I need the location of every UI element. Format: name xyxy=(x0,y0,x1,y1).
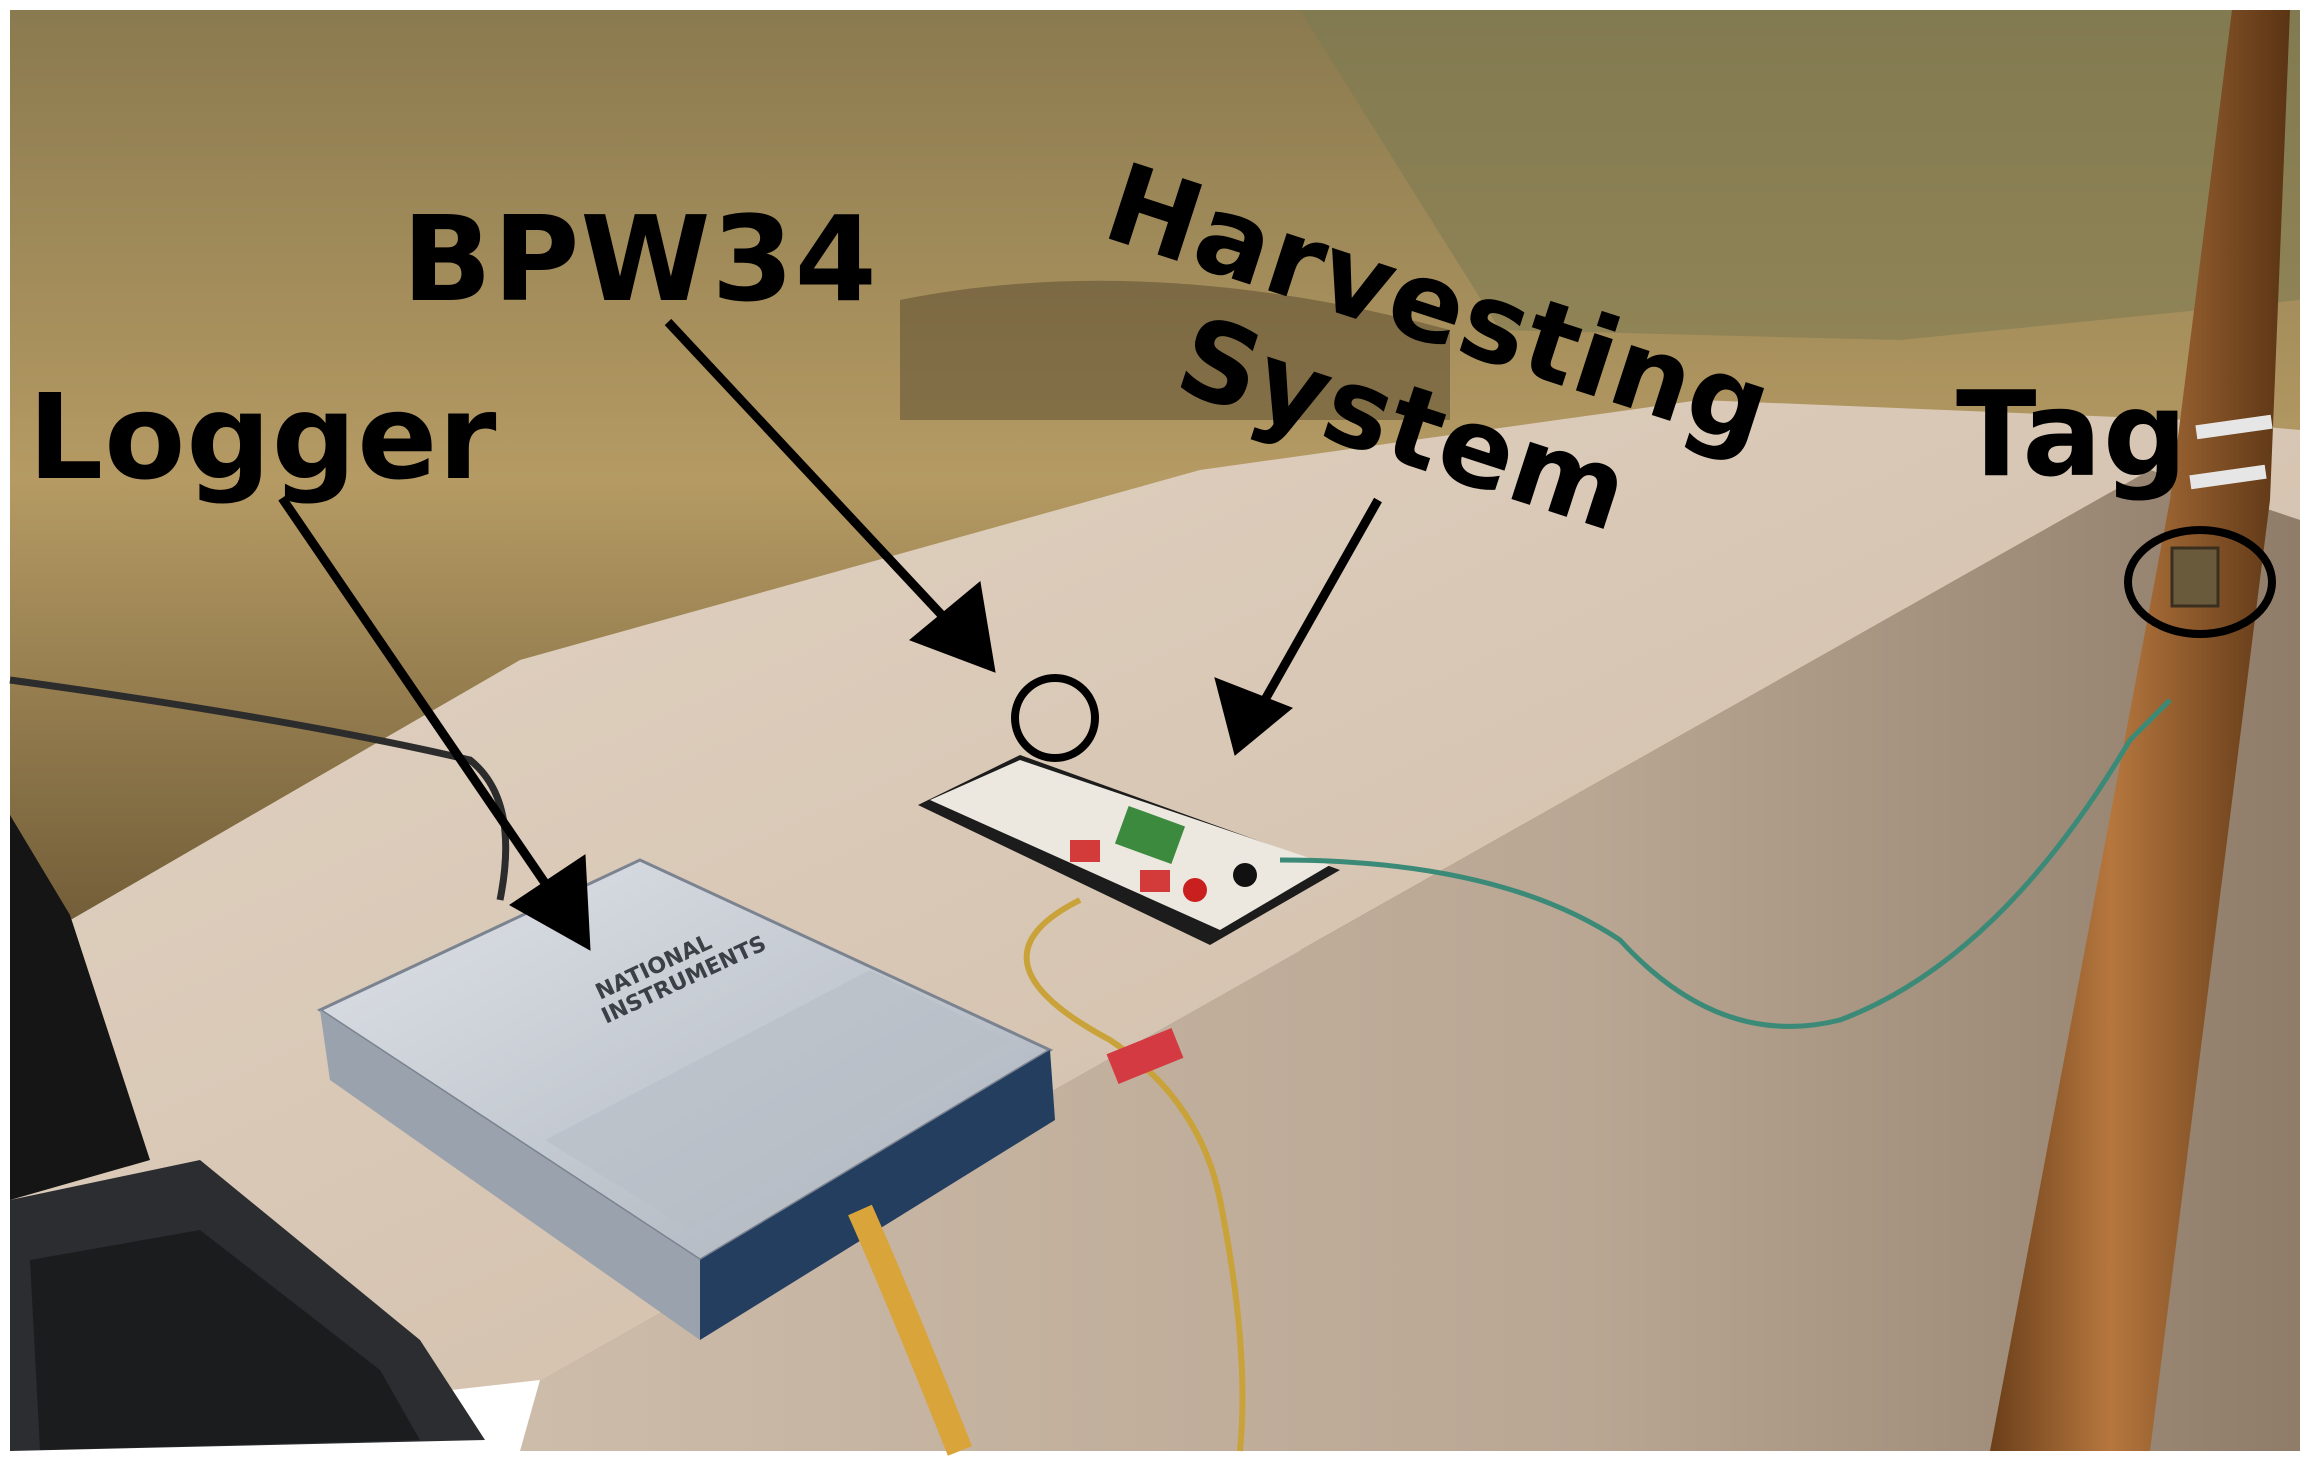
logger-arrowhead xyxy=(509,854,591,951)
green-blue-wire xyxy=(1279,698,2172,1029)
bpw34-circle xyxy=(1011,674,1099,762)
tag-label: Tag xyxy=(1956,365,2189,503)
wall-front-face xyxy=(520,470,2300,1451)
red-tape xyxy=(1106,1028,1184,1084)
bpw34-arrowhead xyxy=(909,581,996,673)
red-yellow-wires xyxy=(1023,897,1246,1452)
tag-circle xyxy=(2124,526,2276,638)
laptop xyxy=(10,815,485,1451)
ribbon-cable xyxy=(848,1204,973,1456)
harvesting-arrowhead xyxy=(1214,677,1293,756)
logger-label: Logger xyxy=(28,368,498,506)
bpw34-arrow xyxy=(664,318,969,644)
ni-data-logger: NATIONAL INSTRUMENTS xyxy=(316,858,1055,1340)
logger-arrow xyxy=(278,495,564,908)
annotation-arrows xyxy=(278,318,1382,951)
breadboard-setup xyxy=(918,755,1340,945)
tag-board xyxy=(2170,546,2220,608)
bpw34-label: BPW34 xyxy=(402,190,878,328)
harvesting-arrow xyxy=(1258,497,1382,708)
